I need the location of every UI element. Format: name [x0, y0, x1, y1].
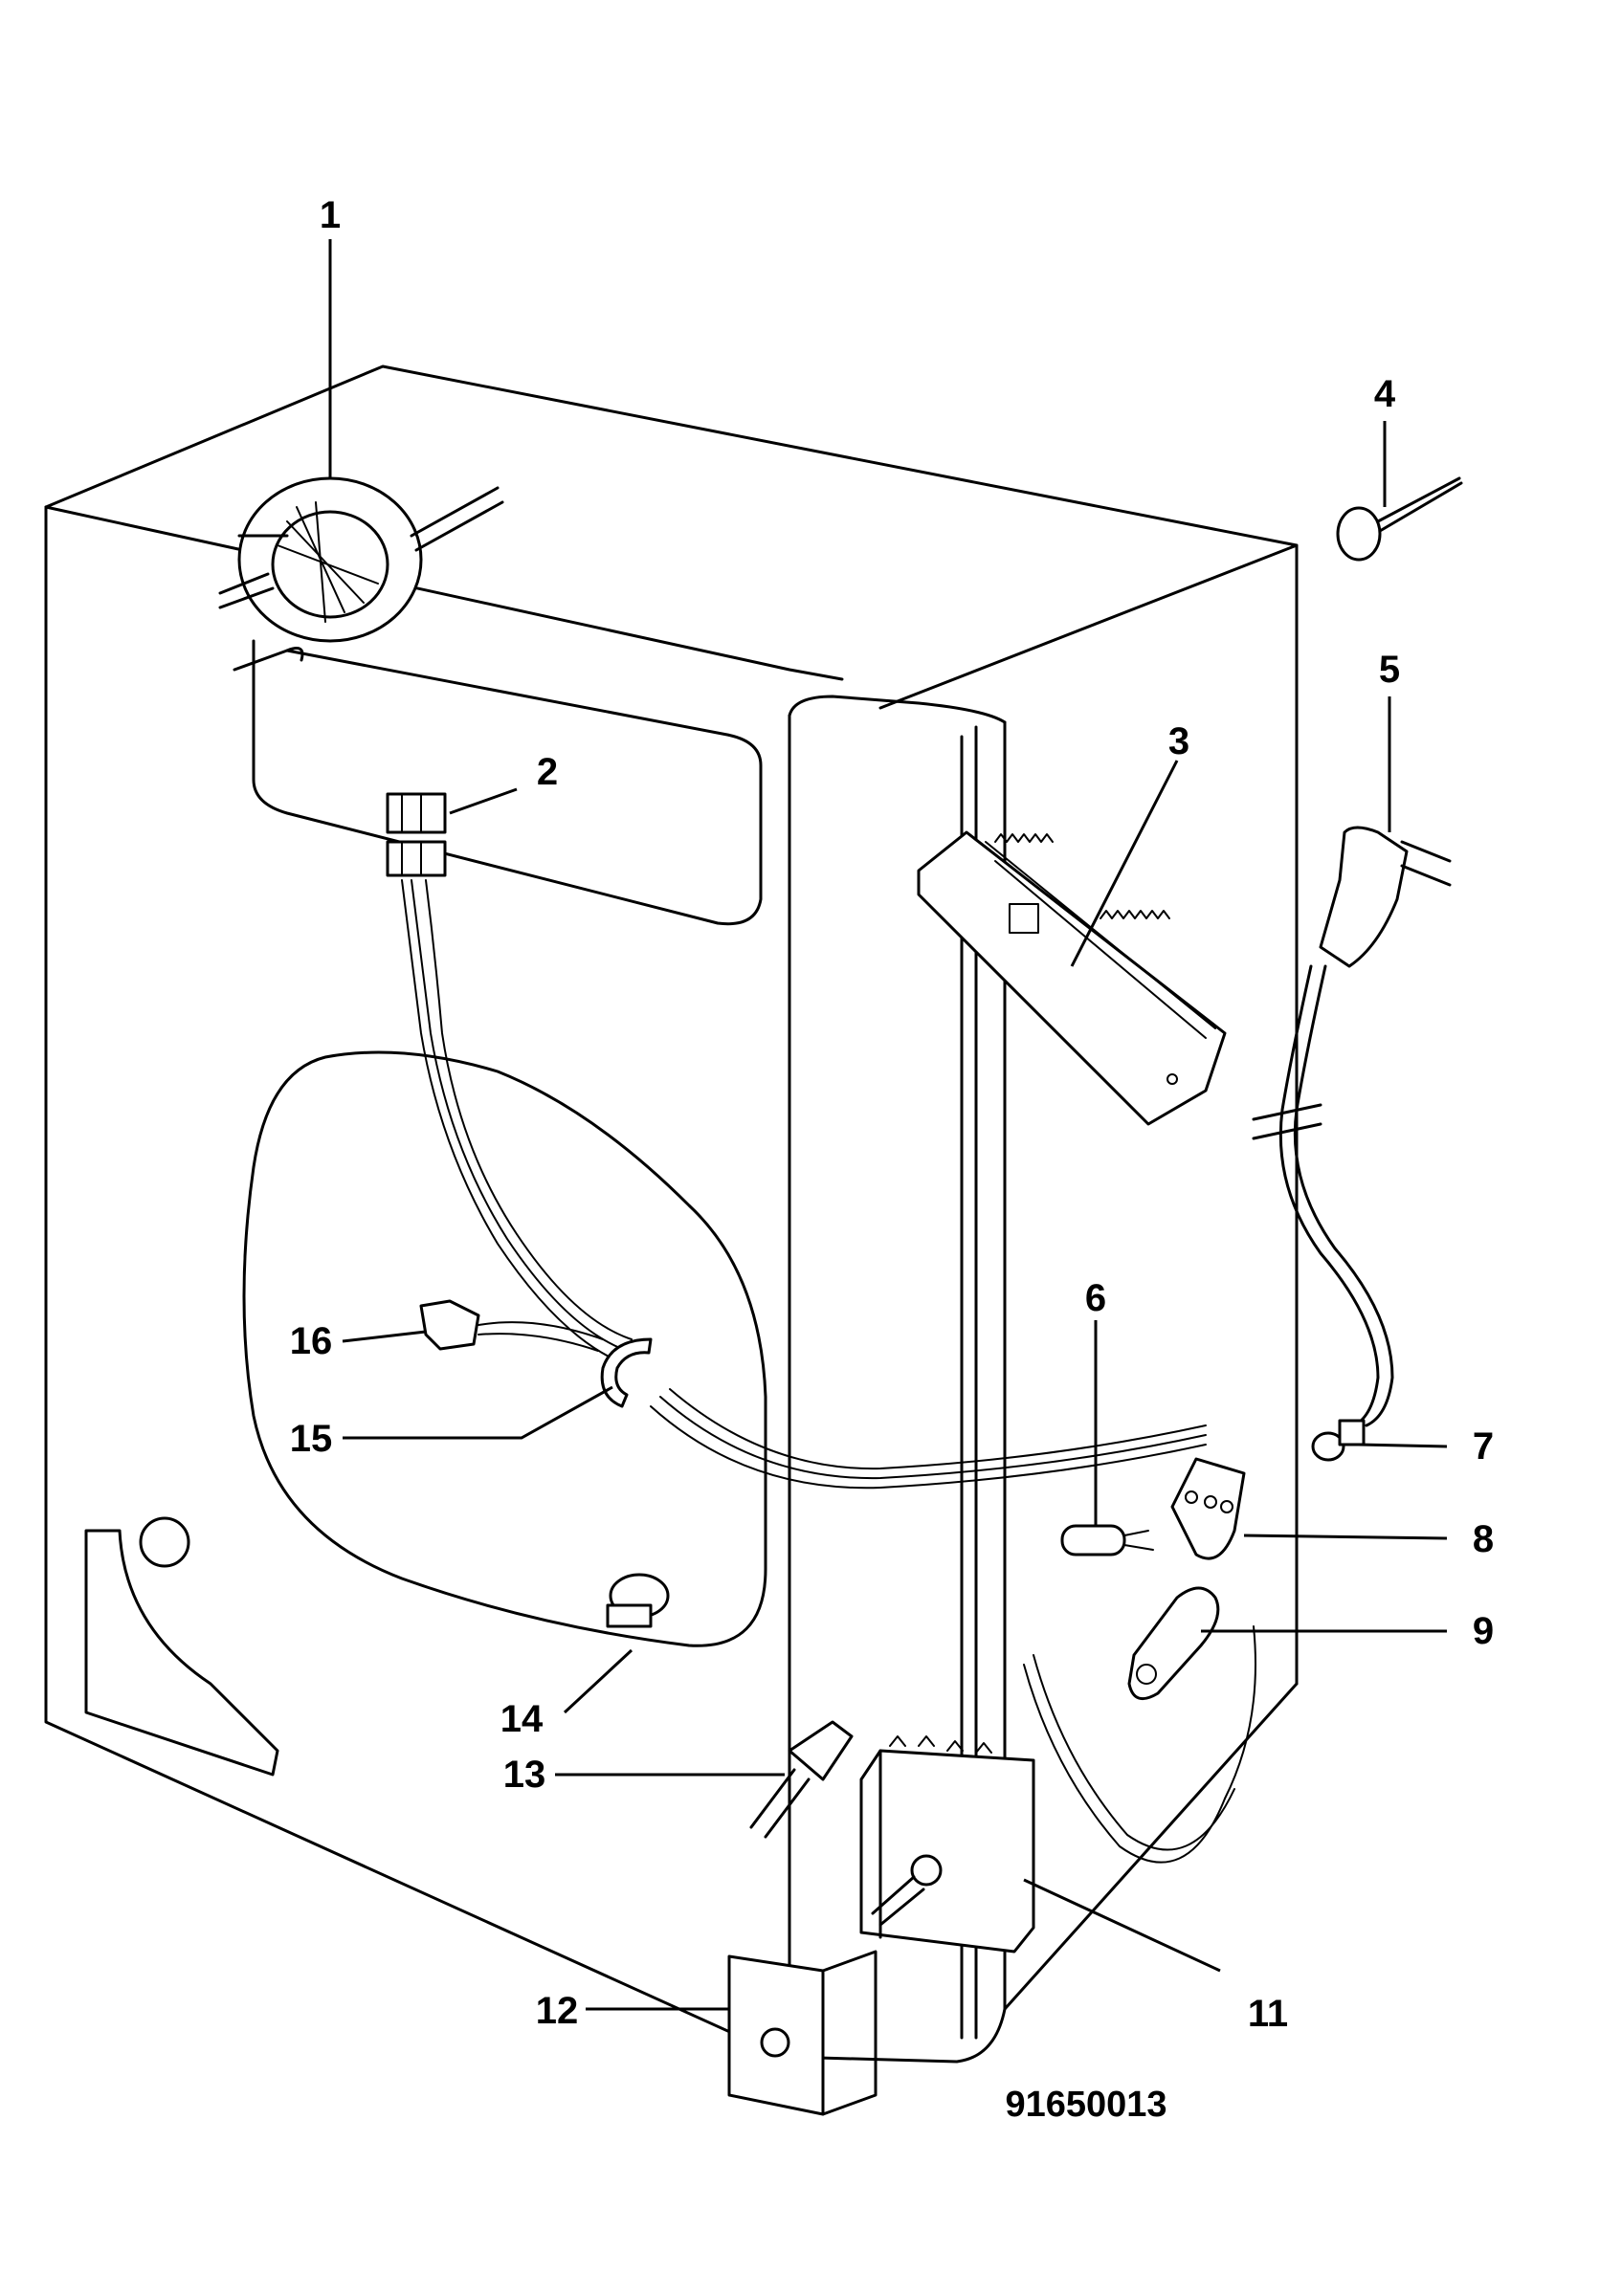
mains-cable-part — [1252, 826, 1452, 1427]
leader-14 — [563, 1648, 633, 1714]
callout-7: 7 — [1473, 1425, 1494, 1468]
capacitor-part — [1127, 1586, 1220, 1701]
callout-4: 4 — [1374, 373, 1396, 415]
electronic-board-part — [917, 830, 1227, 1126]
callout-5: 5 — [1379, 649, 1400, 691]
small-connector-part — [419, 1299, 480, 1351]
callout-2: 2 — [537, 751, 558, 793]
bracket-part — [727, 1950, 878, 2116]
cable-clamp-part — [600, 1337, 653, 1408]
callout-12: 12 — [536, 1990, 579, 2032]
motor-part — [218, 476, 504, 672]
connector-block-part — [1170, 1457, 1246, 1560]
callout-labels: 1 2 3 4 5 6 7 8 9 11 12 13 14 15 16 9165… — [290, 194, 1494, 2125]
callout-11: 11 — [1248, 1993, 1288, 2035]
cable-tie-part — [1336, 476, 1463, 562]
callout-6: 6 — [1085, 1277, 1106, 1319]
wiring-harness — [401, 879, 1256, 1864]
callout-1: 1 — [320, 194, 341, 236]
callout-16: 16 — [290, 1320, 333, 1362]
leader-11 — [1023, 1878, 1221, 1973]
appliance-cabinet — [44, 364, 1299, 2064]
leader-lines — [328, 239, 1448, 2011]
suppressor-part — [1060, 1524, 1154, 1556]
leader-8 — [1243, 1534, 1448, 1540]
callout-14: 14 — [500, 1698, 544, 1740]
leader-15 — [343, 1385, 613, 1440]
drawing-number: 91650013 — [1005, 2085, 1167, 2125]
leader-3 — [1070, 760, 1179, 967]
callout-9: 9 — [1473, 1610, 1494, 1652]
thermostat-part — [606, 1573, 670, 1628]
callout-15: 15 — [290, 1418, 333, 1460]
leader-2 — [449, 787, 518, 815]
cable-grommet-part — [1311, 1419, 1366, 1462]
terminal-block-part — [386, 792, 447, 877]
leader-16 — [342, 1330, 427, 1343]
leader-7 — [1358, 1443, 1448, 1448]
sensor-probe-part — [749, 1720, 854, 1839]
programme-selector-part — [859, 1735, 1035, 1954]
callout-13: 13 — [503, 1754, 546, 1796]
callout-8: 8 — [1473, 1518, 1494, 1560]
callout-3: 3 — [1168, 720, 1189, 762]
